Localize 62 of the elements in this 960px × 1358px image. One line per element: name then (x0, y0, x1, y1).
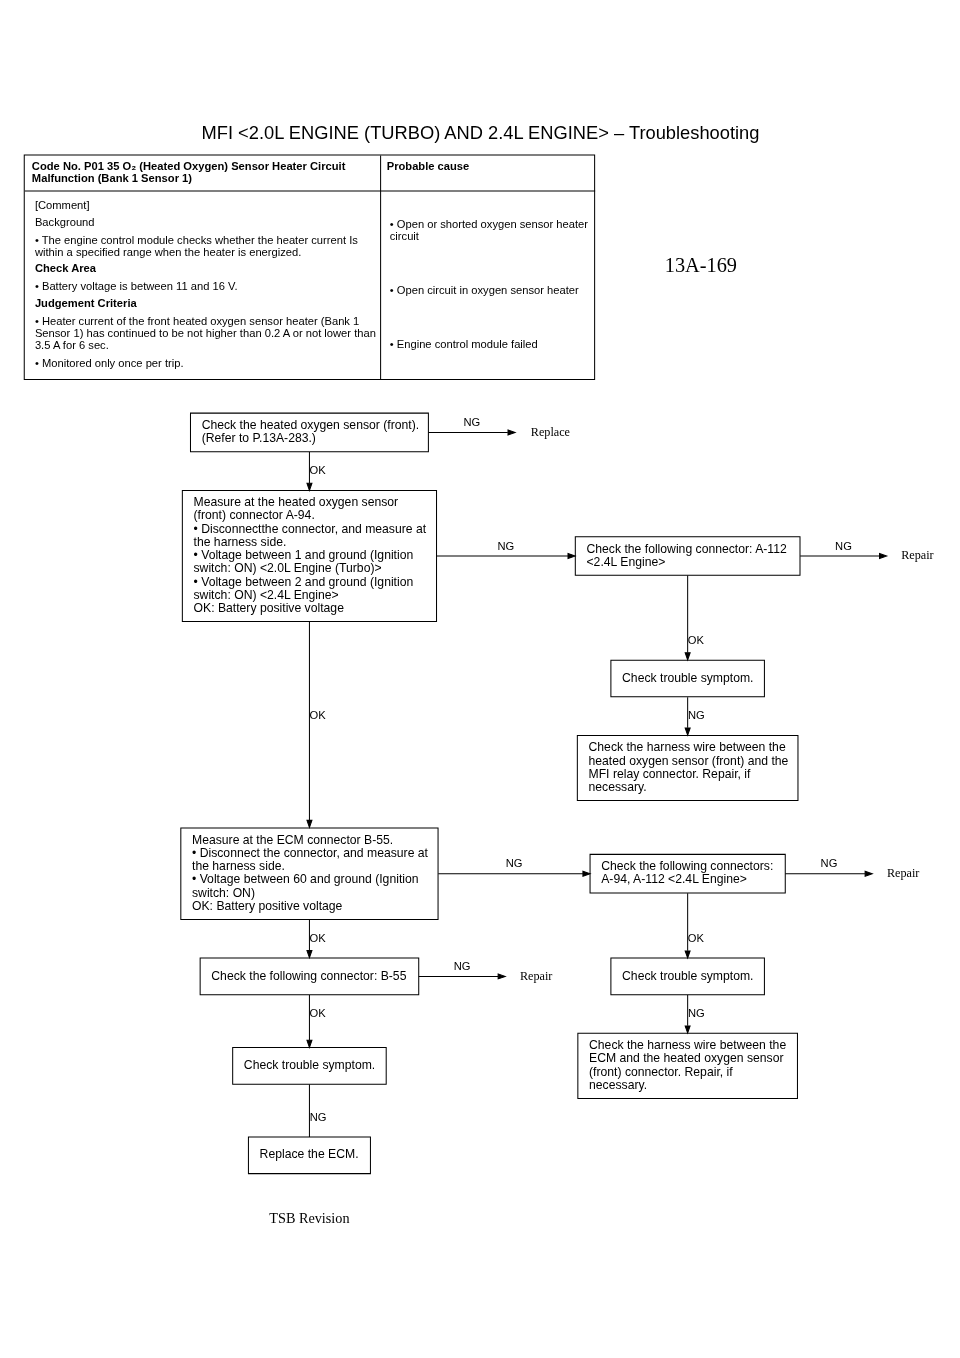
node-box: Measure at the heated oxygen sensor (front) connector A-94. • Disconnectthe connector, and measure at the harness side. • Voltage between 1 and ground (Ignition switch: ON) <2.0L Engine (Turbo)> • Voltage between 2 and ground (Ignition switch: ON) <2.4L Engine> OK: Battery positive voltage (181, 489, 437, 623)
node-box: Check the following connectors: A-94, A-112 <2.4L Engine> (589, 853, 786, 894)
arrow (417, 973, 507, 980)
arrow (683, 892, 691, 960)
edge-label: OK (308, 1006, 326, 1019)
arrow (305, 994, 313, 1050)
node-box: Check the harness wire between the ECM and the heated oxygen sensor (front) connector. Repair, if necessary. (576, 1032, 798, 1099)
arrow (683, 994, 691, 1035)
label: Probable cause (386, 160, 469, 173)
label: Code No. P01 35 O₂ (Heated Oxygen) Sensor Heater Circuit Malfunction (Bank 1 Sensor 1) (31, 160, 345, 184)
label: [Comment] (34, 199, 90, 212)
label: 13A-169 (664, 254, 737, 277)
edge-label: NG (687, 708, 705, 721)
edge-label: OK (687, 931, 704, 944)
arrow (799, 552, 888, 560)
edge-label: NG (309, 1110, 326, 1123)
node-text: Repair (886, 865, 919, 880)
connector (308, 1084, 310, 1138)
label: • The engine control module checks whether the heater current Is within a specified range when the heater is energized. (34, 233, 358, 258)
arrow (683, 696, 691, 737)
edge-label: OK (308, 931, 326, 944)
edge-label: NG (453, 960, 471, 973)
label: TSB Revision (268, 1210, 350, 1227)
arrow (305, 451, 313, 492)
edge-label: OK (308, 708, 326, 721)
label: Check Area (34, 262, 96, 275)
node-text: Replace (530, 424, 570, 439)
node-box: Replace the ECM. (247, 1136, 371, 1175)
edge-label: NG (505, 857, 522, 870)
arrow (305, 919, 313, 960)
arrow (784, 870, 874, 877)
label: • Open or shorted oxygen sensor heater circuit (389, 217, 588, 243)
node-box: Check the following connector: A-112 <2.4L Engine> (574, 536, 800, 576)
edge-label: NG (497, 539, 514, 552)
node-text: Repair (900, 548, 934, 563)
label: • Heater current of the front heated oxygen sensor heater (Bank 1 Sensor 1) has continued to be not higher than 0.2 A or not lower than 3.5 A for 6 sec. (34, 314, 376, 352)
edge-label: NG (462, 416, 480, 429)
label: Background (34, 216, 95, 229)
arrow (683, 575, 691, 662)
edge-label: NG (687, 1006, 705, 1019)
diagram-title: MFI <2.0L ENGINE (TURBO) AND 2.4L ENGINE> – Troubleshooting (201, 122, 759, 144)
arrow (305, 621, 313, 830)
node-box: Check the heated oxygen sensor (front). (Refer to P.13A-283.) (189, 412, 429, 453)
edge-label: NG (834, 539, 852, 552)
edge-label: OK (687, 633, 704, 646)
arrow (435, 552, 577, 560)
node-box: Check trouble symptom. (231, 1047, 387, 1085)
arrow (437, 870, 592, 877)
node-box: Check the harness wire between the heated oxygen sensor (front) and the MFI relay connector. Repair, if necessary. (576, 734, 798, 801)
label: • Open circuit in oxygen sensor heater (389, 284, 579, 297)
node-text: Repair (519, 968, 552, 983)
edge-label: OK (308, 463, 326, 476)
edge-label: NG (820, 857, 837, 870)
label: Judgement Criteria (34, 296, 137, 309)
label: • Battery voltage is between 11 and 16 V. (34, 280, 238, 293)
label: • Engine control module failed (389, 338, 538, 351)
node-box: Measure at the ECM connector B-55. • Disconnect the connector, and measure at the harness side. • Voltage between 60 and ground (Ignition switch: ON) OK: Battery positive voltage (179, 827, 439, 920)
arrow (427, 429, 517, 436)
node-box: Check trouble symptom. (609, 957, 765, 996)
node-box: Check the following connector: B-55 (199, 957, 419, 996)
label: • Monitored only once per trip. (34, 356, 184, 369)
node-box: Check trouble symptom. (609, 659, 765, 698)
